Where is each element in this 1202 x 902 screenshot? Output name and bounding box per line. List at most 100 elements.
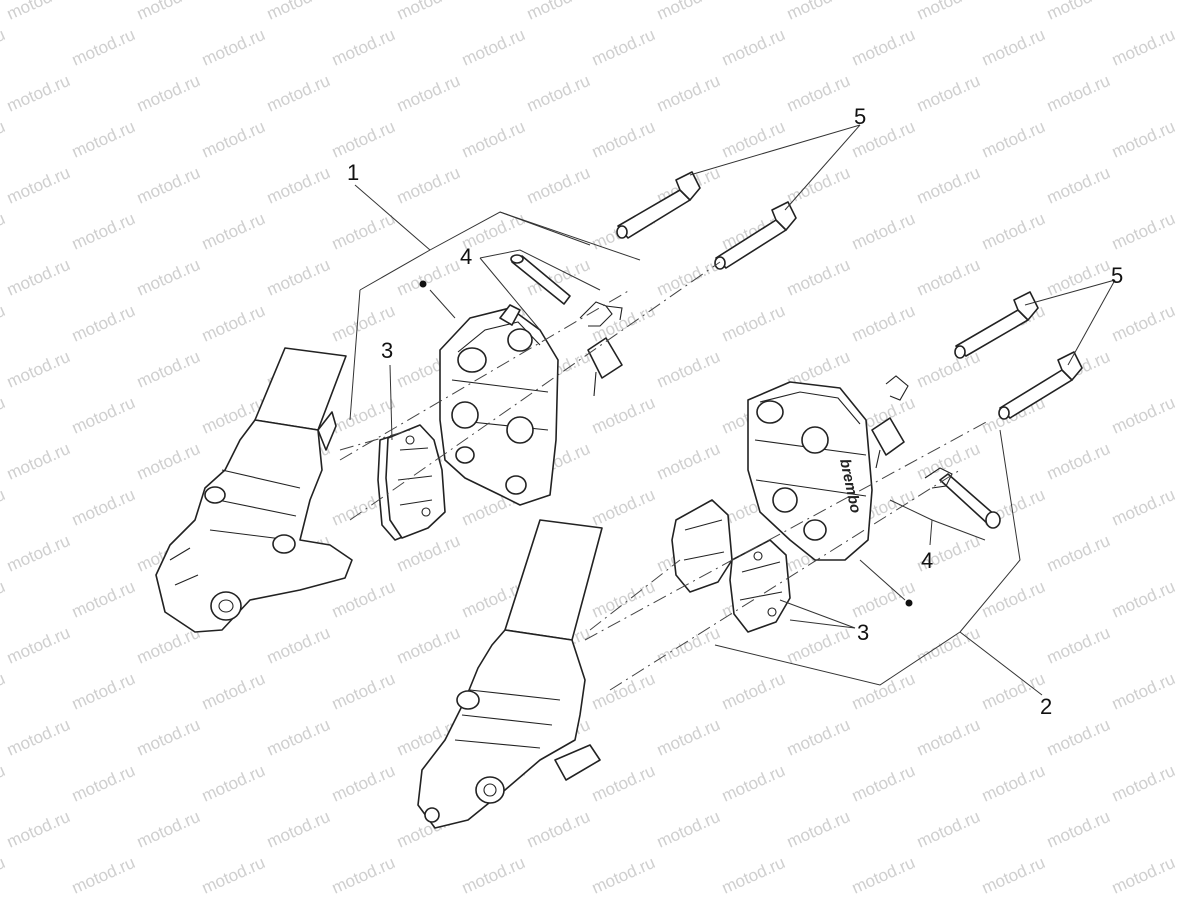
watermark-text: motod.ru bbox=[264, 71, 333, 116]
watermark-text: motod.ru bbox=[4, 163, 73, 208]
watermark-text: motod.ru bbox=[589, 485, 658, 530]
callout-4-right: 4 bbox=[921, 548, 933, 573]
watermark-text: motod.ru bbox=[199, 117, 268, 162]
watermark-text: motod.ru bbox=[0, 25, 8, 70]
watermark-text: motod.ru bbox=[1109, 209, 1178, 254]
right-mounting-bolts bbox=[954, 291, 1083, 420]
watermark-text: motod.ru bbox=[524, 163, 593, 208]
watermark-text: motod.ru bbox=[69, 577, 138, 622]
watermark-text: motod.ru bbox=[69, 301, 138, 346]
watermark-text: motod.ru bbox=[329, 669, 398, 714]
watermark-text: motod.ru bbox=[459, 25, 528, 70]
right-brake-caliper: brembo bbox=[747, 381, 873, 561]
watermark-text: motod.ru bbox=[849, 853, 918, 898]
watermark-text: motod.ru bbox=[69, 209, 138, 254]
watermark-text: motod.ru bbox=[1044, 439, 1113, 484]
watermark-text: motod.ru bbox=[1109, 117, 1178, 162]
watermark-text: motod.ru bbox=[0, 393, 8, 438]
watermark-text: motod.ru bbox=[654, 71, 723, 116]
watermark-text: motod.ru bbox=[654, 255, 723, 300]
watermark-text: motod.ru bbox=[4, 623, 73, 668]
watermark-text: motod.ru bbox=[264, 715, 333, 760]
watermark-text: motod.ru bbox=[199, 25, 268, 70]
right-pad-spring bbox=[871, 417, 905, 469]
watermark-text: motod.ru bbox=[784, 163, 853, 208]
watermark-text: motod.ru bbox=[329, 393, 398, 438]
watermark-text: motod.ru bbox=[0, 209, 8, 254]
watermark-text: motod.ru bbox=[784, 623, 853, 668]
watermark-text: motod.ru bbox=[914, 163, 983, 208]
watermark-text: motod.ru bbox=[0, 301, 8, 346]
watermark-text: motod.ru bbox=[199, 669, 268, 714]
watermark-text: motod.ru bbox=[264, 623, 333, 668]
watermark-text: motod.ru bbox=[1044, 531, 1113, 576]
watermark-text: motod.ru bbox=[654, 439, 723, 484]
watermark-text: motod.ru bbox=[654, 0, 723, 24]
watermark-text: motod.ru bbox=[134, 347, 203, 392]
watermark-text: motod.ru bbox=[654, 807, 723, 852]
watermark-text: motod.ru bbox=[589, 301, 658, 346]
watermark-text: motod.ru bbox=[1109, 485, 1178, 530]
watermark-text: motod.ru bbox=[849, 577, 918, 622]
watermark-text: motod.ru bbox=[0, 577, 8, 622]
watermark-text: motod.ru bbox=[979, 209, 1048, 254]
watermark-text: motod.ru bbox=[329, 577, 398, 622]
watermark-text: motod.ru bbox=[849, 761, 918, 806]
watermark-text: motod.ru bbox=[69, 25, 138, 70]
right-pad-pin bbox=[939, 473, 1001, 529]
watermark-text: motod.ru bbox=[329, 25, 398, 70]
watermark-text: motod.ru bbox=[1109, 393, 1178, 438]
watermark-text: motod.ru bbox=[654, 347, 723, 392]
watermark-text: motod.ru bbox=[654, 623, 723, 668]
callout-2: 2 bbox=[1040, 694, 1052, 719]
watermark-text: motod.ru bbox=[134, 715, 203, 760]
watermark-text: motod.ru bbox=[199, 761, 268, 806]
watermark-text: motod.ru bbox=[589, 853, 658, 898]
watermark-text: motod.ru bbox=[1044, 0, 1113, 24]
watermark-text: motod.ru bbox=[134, 163, 203, 208]
reference-dot-left bbox=[419, 280, 427, 288]
watermark-text: motod.ru bbox=[4, 71, 73, 116]
watermark-text: motod.ru bbox=[4, 0, 73, 24]
watermark-text: motod.ru bbox=[914, 715, 983, 760]
watermark-text: motod.ru bbox=[69, 485, 138, 530]
watermark-text: motod.ru bbox=[69, 117, 138, 162]
watermark-text: motod.ru bbox=[69, 761, 138, 806]
watermark-text: motod.ru bbox=[979, 761, 1048, 806]
watermark-text: motod.ru bbox=[914, 347, 983, 392]
watermark-text: motod.ru bbox=[4, 715, 73, 760]
watermark-text: motod.ru bbox=[784, 715, 853, 760]
left-mounting-bolts bbox=[616, 171, 797, 270]
watermark-text: motod.ru bbox=[589, 577, 658, 622]
watermark-text: motod.ru bbox=[524, 71, 593, 116]
watermark-text: motod.ru bbox=[784, 255, 853, 300]
watermark-text: motod.ru bbox=[589, 761, 658, 806]
watermark-text: motod.ru bbox=[394, 163, 463, 208]
watermark-text: motod.ru bbox=[524, 0, 593, 24]
watermark-text: motod.ru bbox=[0, 669, 8, 714]
watermark-text: motod.ru bbox=[0, 117, 8, 162]
callout-5-left: 5 bbox=[854, 104, 866, 129]
watermark-text: motod.ru bbox=[719, 25, 788, 70]
watermark-text: motod.ru bbox=[1109, 577, 1178, 622]
watermark-text: motod.ru bbox=[589, 117, 658, 162]
watermark-text: motod.ru bbox=[784, 807, 853, 852]
watermark-text: motod.ru bbox=[914, 807, 983, 852]
watermark-text: motod.ru bbox=[719, 761, 788, 806]
watermark-text: motod.ru bbox=[1044, 715, 1113, 760]
callout-5-right: 5 bbox=[1111, 263, 1123, 288]
watermark-text: motod.ru bbox=[134, 255, 203, 300]
watermark-text: motod.ru bbox=[1044, 807, 1113, 852]
watermark-text: motod.ru bbox=[589, 669, 658, 714]
watermark-text: motod.ru bbox=[849, 669, 918, 714]
watermark-text: motod.ru bbox=[784, 0, 853, 24]
assembly-axis-lines bbox=[339, 261, 991, 691]
watermark-text: motod.ru bbox=[4, 531, 73, 576]
watermark-text: motod.ru bbox=[329, 853, 398, 898]
watermark-text: motod.ru bbox=[199, 853, 268, 898]
watermark-text: motod.ru bbox=[69, 853, 138, 898]
watermark-text: motod.ru bbox=[719, 301, 788, 346]
watermark-text: motod.ru bbox=[719, 669, 788, 714]
watermark-text: motod.ru bbox=[1044, 255, 1113, 300]
